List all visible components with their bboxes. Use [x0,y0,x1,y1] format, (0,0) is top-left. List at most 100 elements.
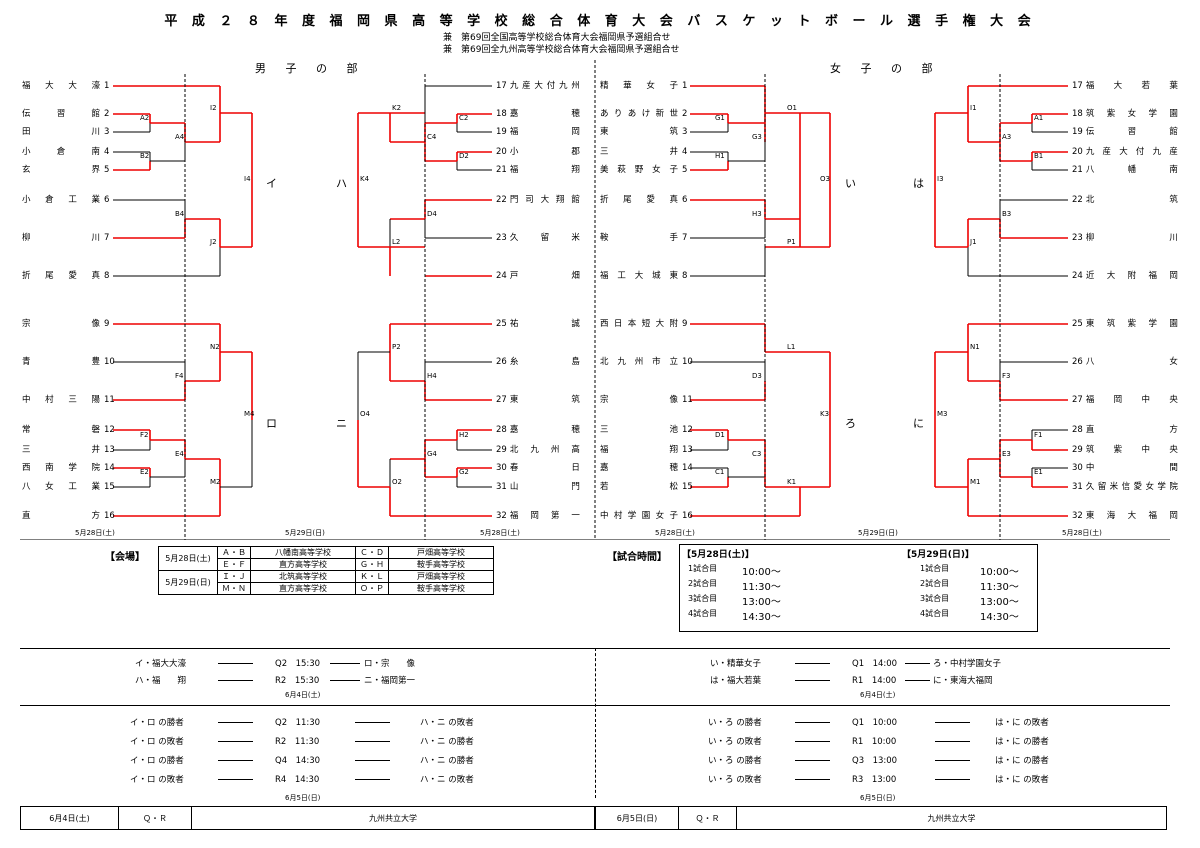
time-slot: 3試合目 [688,594,718,603]
team-number: 15 [104,482,115,492]
schedule-team: は・に の勝者 [995,756,1049,766]
team-name: 福岡第一 [509,511,580,521]
team-number: 19 [496,127,507,137]
team-name: 嘉穂 [509,425,580,435]
team-name: 三井 [600,147,678,157]
team-number: 1 [682,81,688,91]
venue-courts: Ｉ・Ｊ [217,570,251,583]
team-entry: 福大大濠 1 [22,80,109,92]
time-value: 10:00～ [742,567,781,578]
match-label: C2 [459,114,469,122]
team-name: 伝習館 [22,109,100,119]
team-name: 東筑 [600,127,678,137]
team-number: 24 [496,271,507,281]
venue-courts: Ａ・Ｂ [217,546,251,559]
venue-school: 北筑高等学校 [250,570,356,583]
times-day2: 【5月29日(日)】 [902,550,975,560]
team-name: 宗像 [22,319,100,329]
schedule-team: ハ・ニ の敗者 [420,718,474,728]
schedule-team: ハ・ニ の敗者 [420,775,474,785]
team-name: 福大大濠 [22,81,100,91]
team-name: 八女 [1085,357,1178,367]
bottom-venue: 九州共立大学 [736,806,1167,830]
team-name: 常磐 [22,425,100,435]
venue-courts: Ｏ・Ｐ [355,582,389,595]
team-number: 32 [1072,511,1083,521]
schedule-team: い・ろ の勝者 [708,756,762,766]
schedule-dash [795,741,830,742]
match-label: K2 [392,104,402,112]
schedule-time: R1 14:00 [852,676,897,686]
team-number: 29 [1072,445,1083,455]
block-label: に [913,417,924,430]
schedule-dash [795,663,830,664]
team-name: 西南学院 [22,463,100,473]
schedule-team: イ・ロ の敗者 [130,737,184,747]
match-label: C4 [427,133,437,141]
bottom-courts: Ｑ・Ｒ [678,806,737,830]
schedule-team: ロ・宗 像 [364,659,416,669]
match-label: H2 [459,431,469,439]
team-name: 小倉南 [22,147,100,157]
team-number: 21 [1072,165,1083,175]
team-name: 鞍手 [600,233,678,243]
match-label: M4 [244,410,255,418]
match-label: M3 [937,410,948,418]
schedule-time: Q4 14:30 [275,756,321,766]
team-name: 嘉穂 [509,109,580,119]
venue-school: 戸畑高等学校 [388,546,494,559]
date-label: 5月28日(土) [655,529,695,537]
match-label: L1 [787,343,796,351]
time-slot: 4試合目 [688,609,718,618]
team-name: 春日 [509,463,580,473]
time-value: 11:30～ [980,582,1019,593]
team-number: 32 [496,511,507,521]
team-entry: 青豊 10 [22,356,115,368]
team-number: 5 [104,165,110,175]
team-number: 2 [104,109,110,119]
team-number: 1 [104,81,110,91]
team-name: 福翔 [509,165,580,175]
team-number: 3 [104,127,110,137]
match-label: I1 [970,104,977,112]
schedule-team: イ・ロ の敗者 [130,775,184,785]
block-label: イ [266,177,277,190]
times-heading: 【試合時間】 [607,552,667,563]
schedule-team: い・ろ の敗者 [708,737,762,747]
team-name: 福岡 [509,127,580,137]
team-number: 26 [1072,357,1083,367]
block-label: は [913,177,924,190]
team-name: 筑紫女学園 [1085,109,1178,119]
team-number: 17 [1072,81,1083,91]
finals-date: 6月4日(土) [860,691,896,699]
team-number: 13 [104,445,115,455]
match-label: N1 [970,343,980,351]
schedule-dash [795,760,830,761]
team-name: 宗像 [600,395,678,405]
team-number: 31 [1072,482,1083,492]
team-name: 青豊 [22,357,100,367]
team-number: 10 [104,357,115,367]
team-number: 23 [496,233,507,243]
schedule-team: は・に の勝者 [995,737,1049,747]
bottom-courts: Ｑ・Ｒ [118,806,192,830]
